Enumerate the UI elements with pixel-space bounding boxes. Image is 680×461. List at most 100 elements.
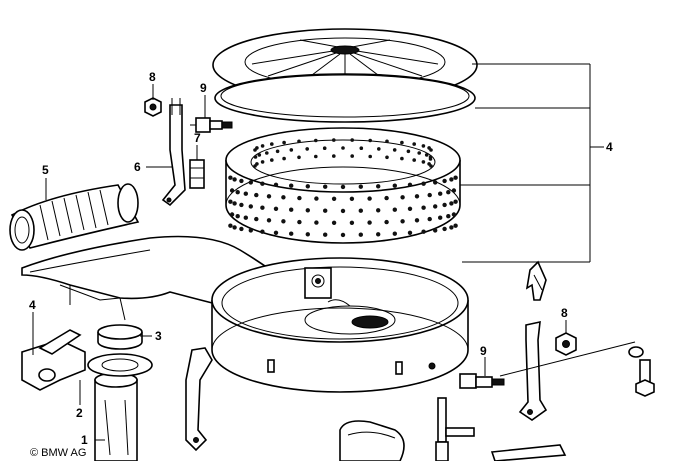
perforation-hole xyxy=(433,228,438,233)
bracket-part-6 xyxy=(161,98,186,207)
filter-element xyxy=(225,127,461,244)
perforation-hole xyxy=(255,146,259,150)
perforation-hole xyxy=(289,207,294,212)
perforation-hole xyxy=(358,184,363,189)
leader-lines xyxy=(32,63,636,441)
perforation-hole xyxy=(433,204,438,209)
stud-part-9-top xyxy=(190,117,233,133)
perforation-hole xyxy=(305,232,310,237)
perforation-hole xyxy=(248,228,253,233)
perforation-hole xyxy=(265,151,269,155)
perforation-hole xyxy=(229,188,235,193)
perforation-hole xyxy=(429,148,433,152)
perforation-hole xyxy=(427,192,432,198)
perforation-hole xyxy=(275,149,280,154)
perforation-hole xyxy=(239,178,244,184)
perforation-hole xyxy=(350,154,355,158)
perforation-hole xyxy=(243,191,248,196)
perforation-hole xyxy=(407,182,413,187)
filter-perforations xyxy=(228,138,458,238)
perforation-hole xyxy=(412,142,417,146)
gasket-lower xyxy=(339,420,405,461)
perforation-hole xyxy=(414,194,420,199)
perforation-hole xyxy=(453,223,458,228)
perforation-hole xyxy=(340,208,346,214)
air-filter-housing xyxy=(21,235,469,393)
perforation-hole xyxy=(428,157,433,161)
perforation-hole xyxy=(273,182,279,187)
support-part-2 xyxy=(21,329,86,391)
perforation-hole xyxy=(442,202,447,208)
perforation-hole xyxy=(442,178,447,184)
pipe-part-1 xyxy=(94,372,138,461)
perforation-hole xyxy=(414,218,420,223)
perforation-hole xyxy=(282,156,286,161)
perforation-hole xyxy=(368,138,373,143)
perforation-hole xyxy=(331,220,337,225)
callout-4-right: 4 xyxy=(606,140,613,154)
perforation-hole xyxy=(392,231,397,236)
perforation-hole xyxy=(314,196,319,201)
perforation-hole xyxy=(358,208,363,213)
callout-3: 3 xyxy=(155,329,162,343)
perforation-hole xyxy=(323,232,328,237)
perforation-hole xyxy=(341,146,345,150)
perforation-hole xyxy=(421,229,426,234)
perforation-hole xyxy=(229,212,235,217)
perforation-hole xyxy=(385,155,389,160)
perforation-hole xyxy=(228,223,233,228)
callout-1: 1 xyxy=(81,433,88,447)
perforation-hole xyxy=(376,232,381,237)
perforation-hole xyxy=(367,196,372,201)
perforation-hole xyxy=(314,154,318,159)
perforation-hole xyxy=(254,216,259,222)
perforation-hole xyxy=(232,177,237,182)
perforation-hole xyxy=(349,220,355,225)
perforation-hole xyxy=(384,219,389,225)
perforation-hole xyxy=(421,181,426,186)
perforation-hole xyxy=(260,181,265,186)
nut-part-8-right xyxy=(555,332,577,356)
perforation-hole xyxy=(281,219,286,224)
perforation-hole xyxy=(429,164,433,168)
perforation-hole xyxy=(407,230,413,235)
callout-8-top: 8 xyxy=(149,70,156,84)
lid-seal-ring xyxy=(214,73,476,123)
perforation-hole xyxy=(297,155,301,160)
flexible-hose xyxy=(9,183,140,251)
perforation-hole xyxy=(239,226,244,232)
perforation-hole xyxy=(266,218,272,223)
nozzle-lower xyxy=(435,397,475,461)
perforation-hole xyxy=(407,206,413,211)
perforation-hole xyxy=(449,177,454,182)
perforation-hole xyxy=(392,183,397,188)
perforation-hole xyxy=(314,220,319,225)
perforation-hole xyxy=(400,140,404,145)
bracket-right xyxy=(518,320,548,421)
callout-2: 2 xyxy=(76,406,83,420)
perforation-hole xyxy=(228,175,233,180)
perforation-hole xyxy=(305,147,310,151)
callout-6: 6 xyxy=(134,160,141,174)
stud-part-9-right xyxy=(459,373,505,389)
nut-part-8-top xyxy=(144,97,162,117)
perforation-hole xyxy=(392,148,397,152)
perforation-hole xyxy=(446,214,451,219)
perforation-hole xyxy=(412,158,417,162)
bolt-right xyxy=(635,359,655,397)
perforation-hole xyxy=(305,184,310,189)
bracket-lower-center xyxy=(185,347,213,452)
perforation-hole xyxy=(235,190,240,195)
perforation-hole xyxy=(421,144,426,148)
perforation-hole xyxy=(297,219,302,225)
perforation-hole xyxy=(358,232,363,237)
perforation-hole xyxy=(449,201,454,206)
perforation-hole xyxy=(376,184,381,189)
perforation-hole xyxy=(385,139,389,144)
perforation-hole xyxy=(453,199,458,204)
perforation-hole xyxy=(260,144,265,148)
perforation-hole xyxy=(270,142,274,146)
perforation-hole xyxy=(260,205,265,210)
perforation-hole xyxy=(433,180,438,185)
perforation-hole xyxy=(349,196,355,201)
